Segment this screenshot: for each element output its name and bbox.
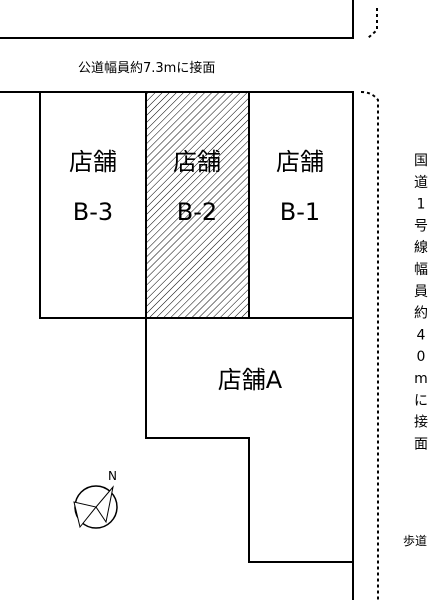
top-road-label: 公道幅員約7.3mに接面 (78, 60, 215, 76)
national-road-label-char: 幅 (414, 262, 428, 278)
shop-b-block (39, 91, 354, 319)
shop-b3-label-line1: 店舗 (69, 148, 117, 176)
shop-a-label: 店舗A (218, 366, 283, 394)
national-road-label-char: 面 (414, 436, 428, 452)
national-road-label-char: 線 (414, 240, 428, 256)
shop-b2-label-line1: 店舗 (173, 148, 221, 176)
national-road-label-char: 員 (414, 284, 428, 300)
shop-b2-hatch (146, 93, 249, 317)
shop-b3-label-line2: B-3 (73, 198, 113, 226)
national-road-label-char: 1 (417, 197, 426, 213)
national-road-label-char: 国 (414, 153, 428, 169)
shop-b2-label-line2: B-2 (177, 198, 217, 226)
shop-a-outline (145, 318, 353, 563)
national-road-label-char: 4 (417, 327, 426, 343)
compass-n-label: N (108, 469, 117, 483)
national-road-label-char: 号 (414, 218, 428, 234)
national-road-label-char: に (414, 393, 428, 409)
sidewalk-label: 歩道 (403, 533, 427, 548)
shop-b1-label-line2: B-1 (280, 198, 320, 226)
national-road-label-char: 道 (414, 175, 428, 191)
top-right-dotted-mark (367, 8, 378, 39)
national-road-label-char: m (414, 371, 428, 387)
national-road-label-char: 接 (414, 414, 428, 431)
north-compass-icon: N (73, 469, 118, 529)
shop-b1-label-line1: 店舗 (276, 148, 324, 176)
national-road-label-char: 約 (414, 306, 428, 322)
national-road-dotted-edge (360, 91, 379, 600)
top-boundary-line (0, 0, 354, 39)
national-road-label-char: 0 (417, 349, 426, 365)
